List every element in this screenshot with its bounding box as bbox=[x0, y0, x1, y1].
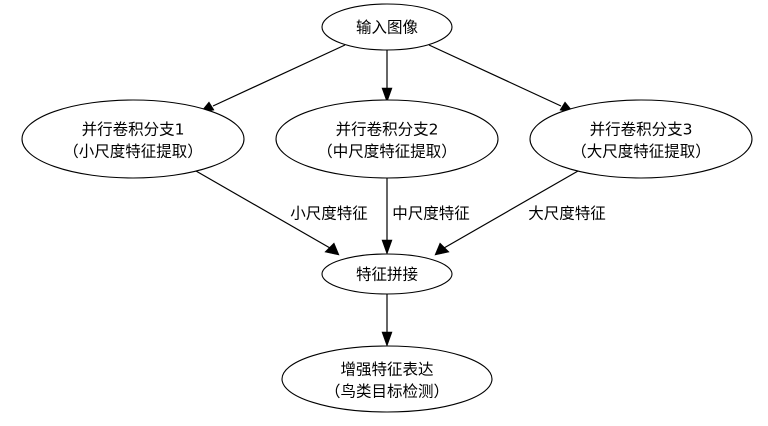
node-parallel-branch-2[interactable]: 并行卷积分支2 （中尺度特征提取） bbox=[275, 99, 499, 179]
node-input-image[interactable]: 输入图像 bbox=[321, 3, 453, 51]
arrowhead-branch1-concat bbox=[324, 242, 340, 256]
edge-branch3-to-concat: 大尺度特征 bbox=[434, 170, 606, 256]
arrowhead-input-branch2 bbox=[381, 87, 393, 103]
arrowhead-branch3-concat bbox=[434, 242, 450, 256]
edge-input-to-branch2 bbox=[381, 50, 393, 103]
edge-branch1-to-concat: 小尺度特征 bbox=[195, 170, 368, 256]
edge-concat-to-output bbox=[381, 294, 393, 347]
edge-branch2-to-concat: 中尺度特征 bbox=[381, 178, 470, 255]
node-label-enhanced-feature-output-line2: （鸟类目标检测） bbox=[325, 383, 449, 401]
edge-line-branch1-concat bbox=[195, 170, 331, 249]
node-label-enhanced-feature-output-line1: 增强特征表达 bbox=[340, 361, 433, 379]
node-label-parallel-branch-1-line2: （小尺度特征提取） bbox=[63, 143, 203, 161]
node-label-parallel-branch-3-line2: （大尺度特征提取） bbox=[571, 143, 711, 161]
node-shape-parallel-branch-1[interactable] bbox=[21, 99, 245, 179]
node-label-feature-concat: 特征拼接 bbox=[356, 266, 418, 284]
edge-input-to-branch3 bbox=[428, 44, 575, 114]
edge-input-to-branch1 bbox=[199, 44, 346, 114]
node-enhanced-feature-output[interactable]: 增强特征表达 （鸟类目标检测） bbox=[281, 345, 493, 413]
edge-line-branch3-concat bbox=[443, 170, 579, 249]
edge-line-input-branch1 bbox=[212, 44, 346, 107]
node-label-parallel-branch-2-line1: 并行卷积分支2 bbox=[336, 121, 439, 139]
edge-label-large-scale-feature: 大尺度特征 bbox=[528, 205, 606, 223]
node-label-input-image: 输入图像 bbox=[356, 19, 419, 37]
edge-line-input-branch3 bbox=[428, 44, 562, 107]
edge-label-medium-scale-feature: 中尺度特征 bbox=[392, 205, 470, 223]
node-parallel-branch-1[interactable]: 并行卷积分支1 （小尺度特征提取） bbox=[21, 99, 245, 179]
node-shape-feature-concat[interactable] bbox=[321, 253, 453, 295]
node-shape-enhanced-feature-output[interactable] bbox=[281, 345, 493, 413]
node-label-parallel-branch-2-line2: （中尺度特征提取） bbox=[317, 143, 457, 161]
edge-label-small-scale-feature: 小尺度特征 bbox=[290, 205, 368, 223]
node-shape-input-image[interactable] bbox=[321, 3, 453, 51]
node-shape-parallel-branch-2[interactable] bbox=[275, 99, 499, 179]
arrowhead-concat-output bbox=[381, 331, 393, 347]
node-label-parallel-branch-1-line1: 并行卷积分支1 bbox=[82, 121, 185, 139]
node-parallel-branch-3[interactable]: 并行卷积分支3 （大尺度特征提取） bbox=[529, 99, 753, 179]
arrowhead-branch2-concat bbox=[381, 239, 393, 255]
node-shape-parallel-branch-3[interactable] bbox=[529, 99, 753, 179]
node-label-parallel-branch-3-line1: 并行卷积分支3 bbox=[590, 121, 693, 139]
node-feature-concat[interactable]: 特征拼接 bbox=[321, 253, 453, 295]
